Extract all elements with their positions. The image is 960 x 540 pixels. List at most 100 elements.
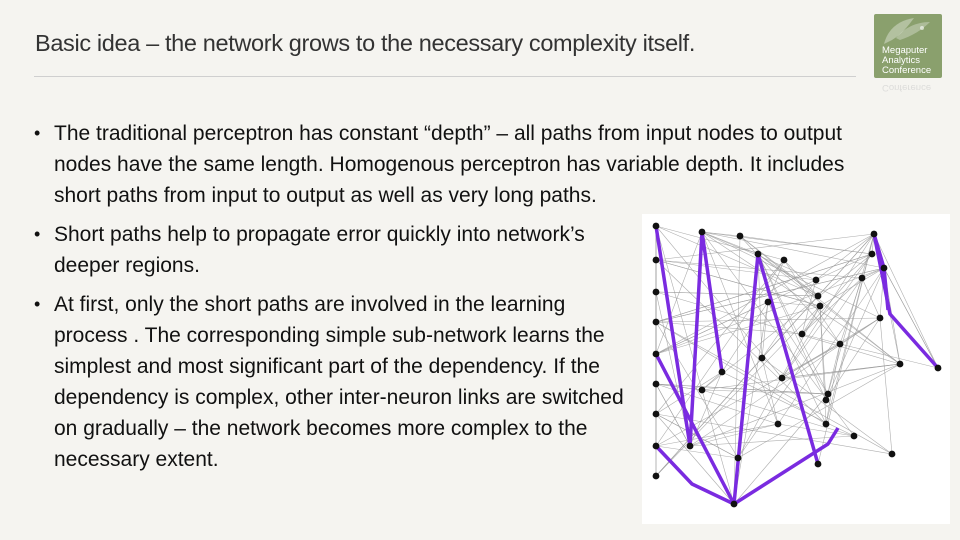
network-edge bbox=[737, 363, 901, 459]
network-node bbox=[934, 364, 942, 372]
network-node bbox=[814, 292, 822, 300]
network-node bbox=[888, 450, 896, 458]
network-node bbox=[754, 250, 762, 258]
network-edge bbox=[655, 423, 779, 447]
network-edge bbox=[701, 389, 829, 395]
network-node bbox=[698, 228, 706, 236]
logo-line-2: Analytics bbox=[882, 55, 921, 66]
network-diagram bbox=[642, 214, 950, 524]
network-edge bbox=[701, 389, 855, 437]
network-edge bbox=[781, 233, 875, 379]
slide-title: Basic idea – the network grows to the ne… bbox=[35, 30, 696, 56]
bullet-list: • The traditional perceptron has constan… bbox=[34, 118, 874, 483]
network-node bbox=[822, 396, 830, 404]
network-edge bbox=[701, 231, 741, 237]
network-edge bbox=[801, 279, 817, 335]
network-edge bbox=[655, 413, 735, 505]
network-edge bbox=[701, 363, 901, 391]
network-node bbox=[850, 432, 858, 440]
network-edge bbox=[655, 259, 817, 281]
network-edge bbox=[781, 317, 881, 379]
network-edge bbox=[655, 233, 875, 355]
leaf-bird-icon bbox=[884, 18, 930, 44]
network-node bbox=[822, 420, 830, 428]
network-node bbox=[652, 410, 660, 418]
network-edge bbox=[861, 277, 881, 319]
network-edge bbox=[655, 259, 785, 415]
network-node bbox=[736, 232, 744, 240]
network-edge bbox=[819, 305, 827, 425]
conference-logo: Megaputer Analytics Conference bbox=[874, 14, 942, 78]
network-edge bbox=[819, 267, 885, 307]
network-edge bbox=[689, 363, 901, 447]
network-node bbox=[730, 500, 738, 508]
network-node bbox=[880, 264, 888, 272]
network-edge bbox=[737, 305, 821, 459]
network-edge bbox=[825, 317, 881, 401]
logo-line-3: Conference bbox=[882, 65, 932, 76]
network-edge bbox=[733, 301, 769, 505]
network-edge bbox=[733, 393, 829, 505]
network-node bbox=[652, 380, 660, 388]
network-edge bbox=[655, 317, 881, 323]
bullet-text: The traditional perceptron has constant … bbox=[54, 122, 845, 207]
network-edge bbox=[655, 259, 863, 279]
network-node bbox=[876, 314, 884, 322]
logo-reflection: Conference bbox=[882, 82, 932, 93]
highlighted-path bbox=[654, 225, 724, 448]
network-edge bbox=[689, 423, 779, 447]
network-edge bbox=[655, 305, 821, 355]
network-node bbox=[698, 386, 706, 394]
logo-line-1: Megaputer bbox=[882, 45, 928, 56]
network-node bbox=[652, 350, 660, 358]
highlighted-path bbox=[872, 233, 940, 370]
bullet-item: • Short paths help to propagate error qu… bbox=[34, 219, 874, 281]
network-edge bbox=[757, 253, 819, 297]
network-edge bbox=[801, 305, 821, 335]
bullet-marker: • bbox=[34, 224, 41, 244]
network-node bbox=[836, 340, 844, 348]
network-edge bbox=[825, 233, 875, 401]
network-node bbox=[824, 390, 832, 398]
highlighted-path bbox=[654, 252, 820, 506]
network-nodes bbox=[652, 222, 942, 508]
network-graph bbox=[652, 222, 942, 508]
network-node bbox=[652, 318, 660, 326]
network-edge bbox=[689, 371, 723, 447]
network-node bbox=[652, 222, 660, 230]
network-edge bbox=[701, 231, 901, 365]
network-node bbox=[734, 454, 742, 462]
network-edge bbox=[801, 253, 873, 335]
network-edge bbox=[873, 233, 939, 369]
network-edge bbox=[737, 277, 863, 459]
network-edge bbox=[777, 423, 855, 437]
network-node bbox=[798, 330, 806, 338]
network-edge bbox=[701, 231, 885, 269]
network-edge bbox=[761, 279, 817, 359]
network-edges bbox=[655, 225, 939, 505]
network-edge bbox=[757, 253, 901, 365]
network-edge bbox=[655, 253, 873, 323]
network-node bbox=[764, 298, 772, 306]
network-node bbox=[758, 354, 766, 362]
network-edge bbox=[655, 233, 875, 477]
network-edge bbox=[815, 233, 875, 281]
network-node bbox=[868, 250, 876, 258]
network-edge bbox=[655, 225, 785, 261]
network-edge bbox=[655, 321, 827, 425]
network-node bbox=[718, 368, 726, 376]
bullet-text: At first, only the short paths are invol… bbox=[54, 293, 624, 471]
network-edge bbox=[655, 383, 691, 447]
network-edge bbox=[883, 267, 939, 369]
network-edge bbox=[761, 357, 893, 455]
network-node bbox=[652, 442, 660, 450]
network-node bbox=[814, 460, 822, 468]
network-edge bbox=[655, 225, 819, 297]
network-edge bbox=[825, 343, 841, 425]
network-edge bbox=[739, 235, 901, 365]
bullet-item: • At first, only the short paths are inv… bbox=[34, 289, 874, 475]
network-edge bbox=[839, 343, 939, 369]
network-edge bbox=[839, 277, 863, 345]
network-node bbox=[778, 374, 786, 382]
title-divider bbox=[34, 76, 856, 77]
